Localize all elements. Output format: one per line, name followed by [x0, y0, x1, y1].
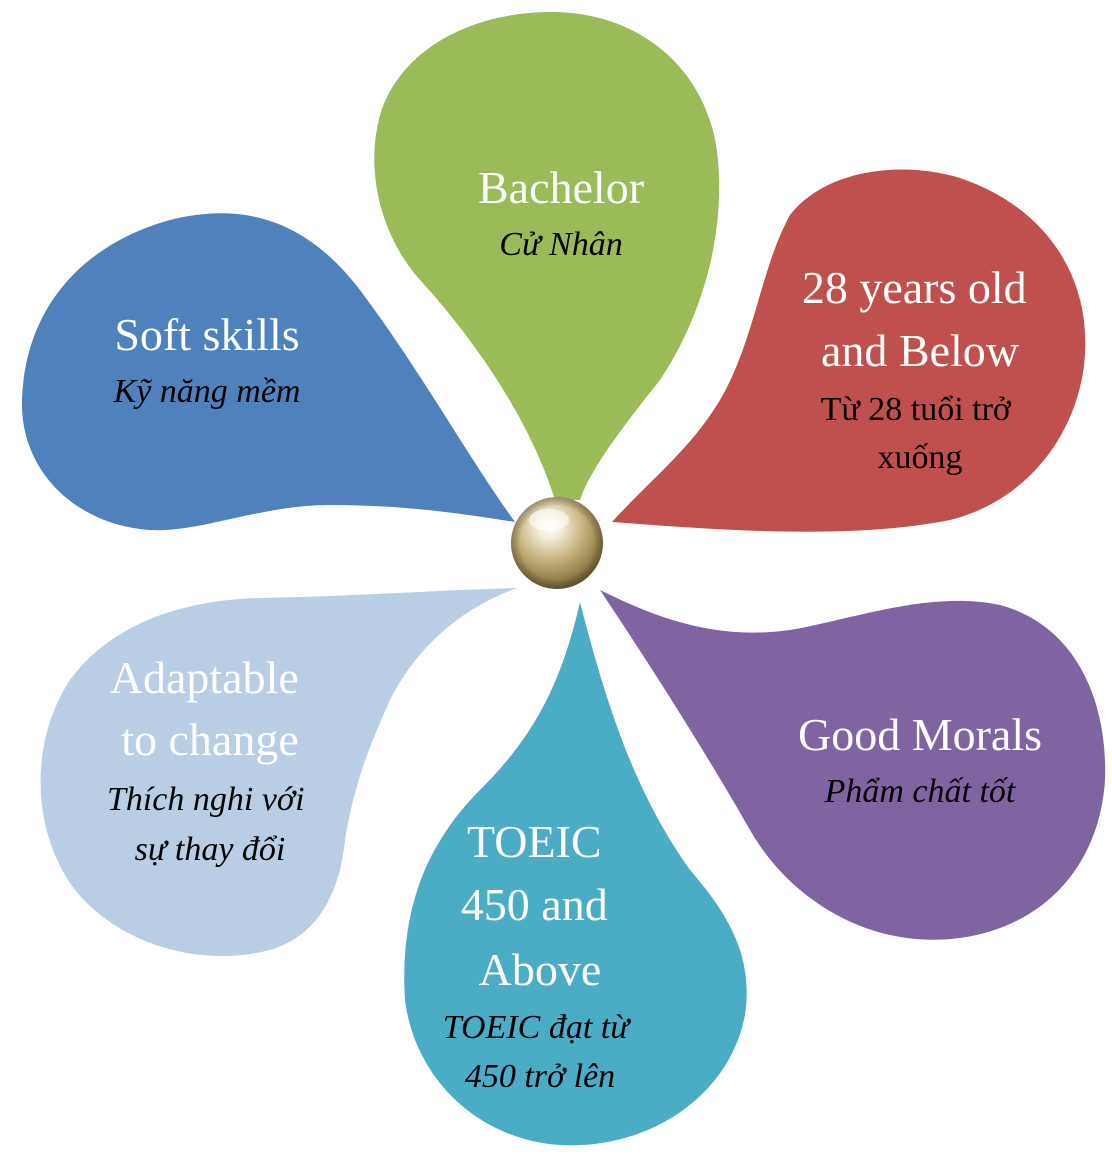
label-soft-skills: Soft skills Kỹ năng mềm: [113, 309, 301, 410]
subtitle-age: Từ 28 tuổi trở xuống: [821, 391, 1020, 476]
subtitle-adaptable: Thích nghi với sự thay đổi: [107, 781, 313, 868]
title-age: 28 years old and Below: [802, 262, 1038, 376]
label-age: 28 years old and Below Từ 28 tuổi trở xu…: [802, 262, 1038, 476]
petal-bachelor: [374, 12, 720, 500]
title-bachelor: Bachelor: [478, 162, 644, 213]
petal-toeic: [404, 602, 747, 1146]
petal-adaptable: [40, 588, 517, 957]
subtitle-toeic: TOEIC đạt từ 450 trở lên: [443, 1009, 638, 1095]
petal-age: [612, 169, 1086, 532]
subtitle-morals: Phẩm chất tốt: [824, 773, 1017, 810]
petal-morals: [600, 590, 1106, 940]
label-bachelor: Bachelor Cử Nhân: [478, 162, 644, 263]
title-toeic: TOEIC 450 and Above: [461, 816, 619, 995]
title-adaptable: Adaptable to change: [110, 652, 311, 765]
subtitle-soft-skills: Kỹ năng mềm: [113, 373, 301, 410]
petal-soft-skills: [21, 213, 515, 531]
title-morals: Good Morals: [798, 709, 1042, 760]
center-pearl: [511, 497, 603, 589]
title-soft-skills: Soft skills: [114, 309, 299, 360]
label-adaptable: Adaptable to change Thích nghi với sự th…: [107, 652, 313, 868]
subtitle-bachelor: Cử Nhân: [499, 226, 622, 263]
label-morals: Good Morals Phẩm chất tốt: [798, 709, 1042, 810]
label-toeic: TOEIC 450 and Above TOEIC đạt từ 450 trở…: [443, 816, 638, 1095]
